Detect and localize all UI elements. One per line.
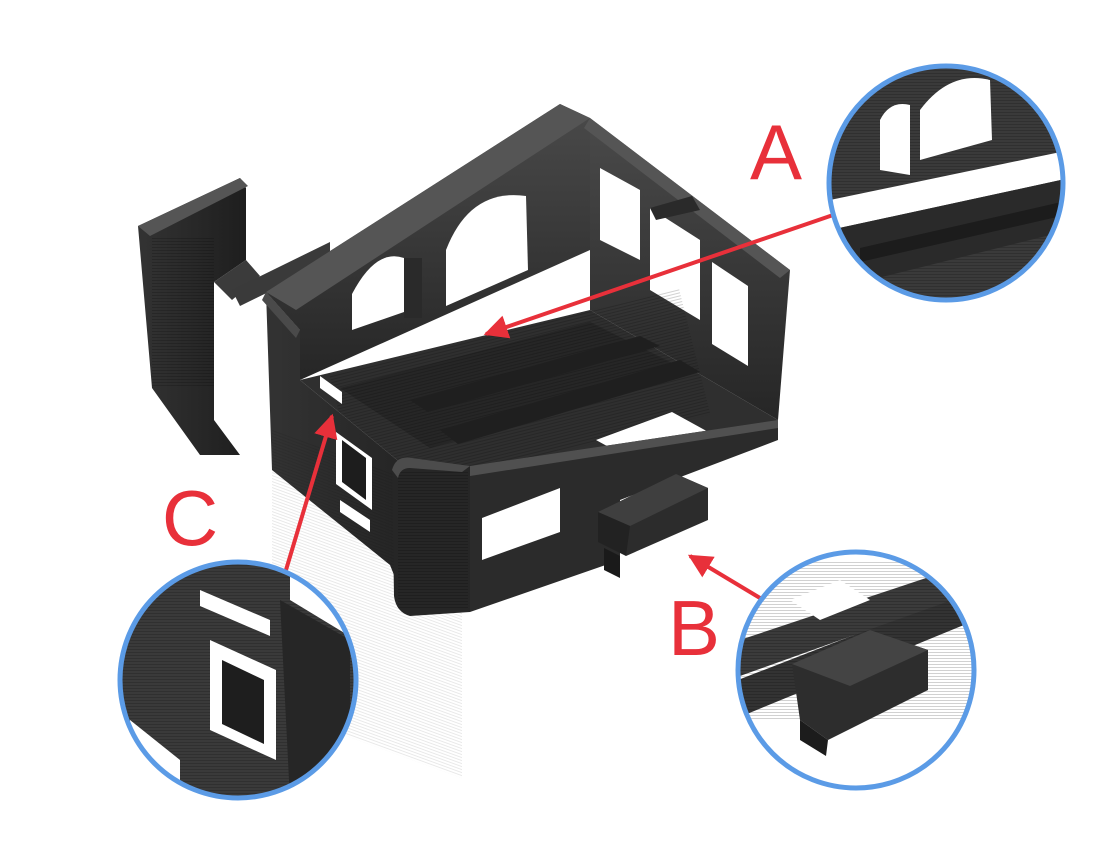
callout-label-b: B xyxy=(667,584,721,672)
zoom-lens-c xyxy=(117,559,359,801)
arch-window-right xyxy=(446,195,528,306)
zoom-lens-b xyxy=(735,549,977,791)
zoom-lens-a xyxy=(826,63,1066,303)
callout-label-a: A xyxy=(749,108,803,196)
arrow-a xyxy=(483,212,837,339)
callout-arrows xyxy=(284,212,837,600)
slot-upper xyxy=(320,376,342,404)
slot-lower xyxy=(340,500,370,532)
callout-label-c: C xyxy=(161,474,219,562)
right-window-1 xyxy=(600,168,640,260)
arrow-b xyxy=(687,554,762,600)
right-window-3 xyxy=(712,262,748,366)
printed-holder xyxy=(138,104,790,779)
back-wall xyxy=(266,104,590,380)
front-wall xyxy=(470,420,778,612)
front-window xyxy=(482,488,560,560)
arch-window-left xyxy=(352,256,404,330)
right-window-2 xyxy=(650,208,700,320)
arrow-c xyxy=(284,413,338,571)
